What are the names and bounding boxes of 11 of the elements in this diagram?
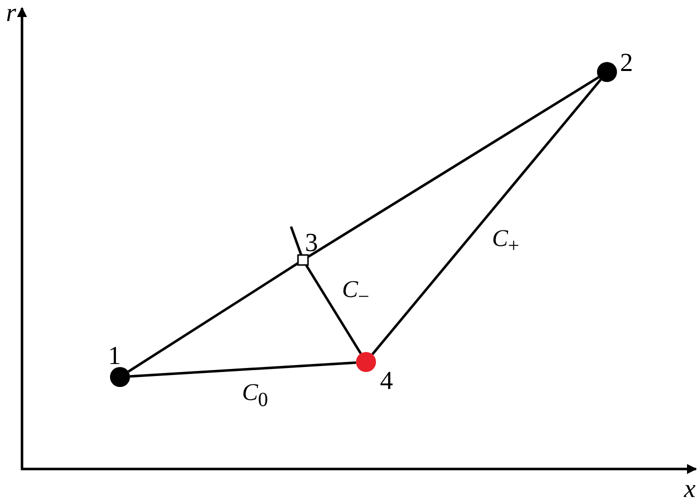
point-label: 2 — [620, 50, 633, 76]
line — [130, 361, 356, 378]
point-label: 3 — [305, 230, 318, 256]
line — [307, 76, 600, 258]
line — [371, 78, 602, 356]
axis-label: x — [684, 476, 696, 502]
point-label: 4 — [380, 368, 393, 394]
line — [305, 264, 362, 354]
line — [128, 262, 299, 373]
point-label: 1 — [108, 343, 121, 369]
axis-label: r — [6, 0, 16, 26]
